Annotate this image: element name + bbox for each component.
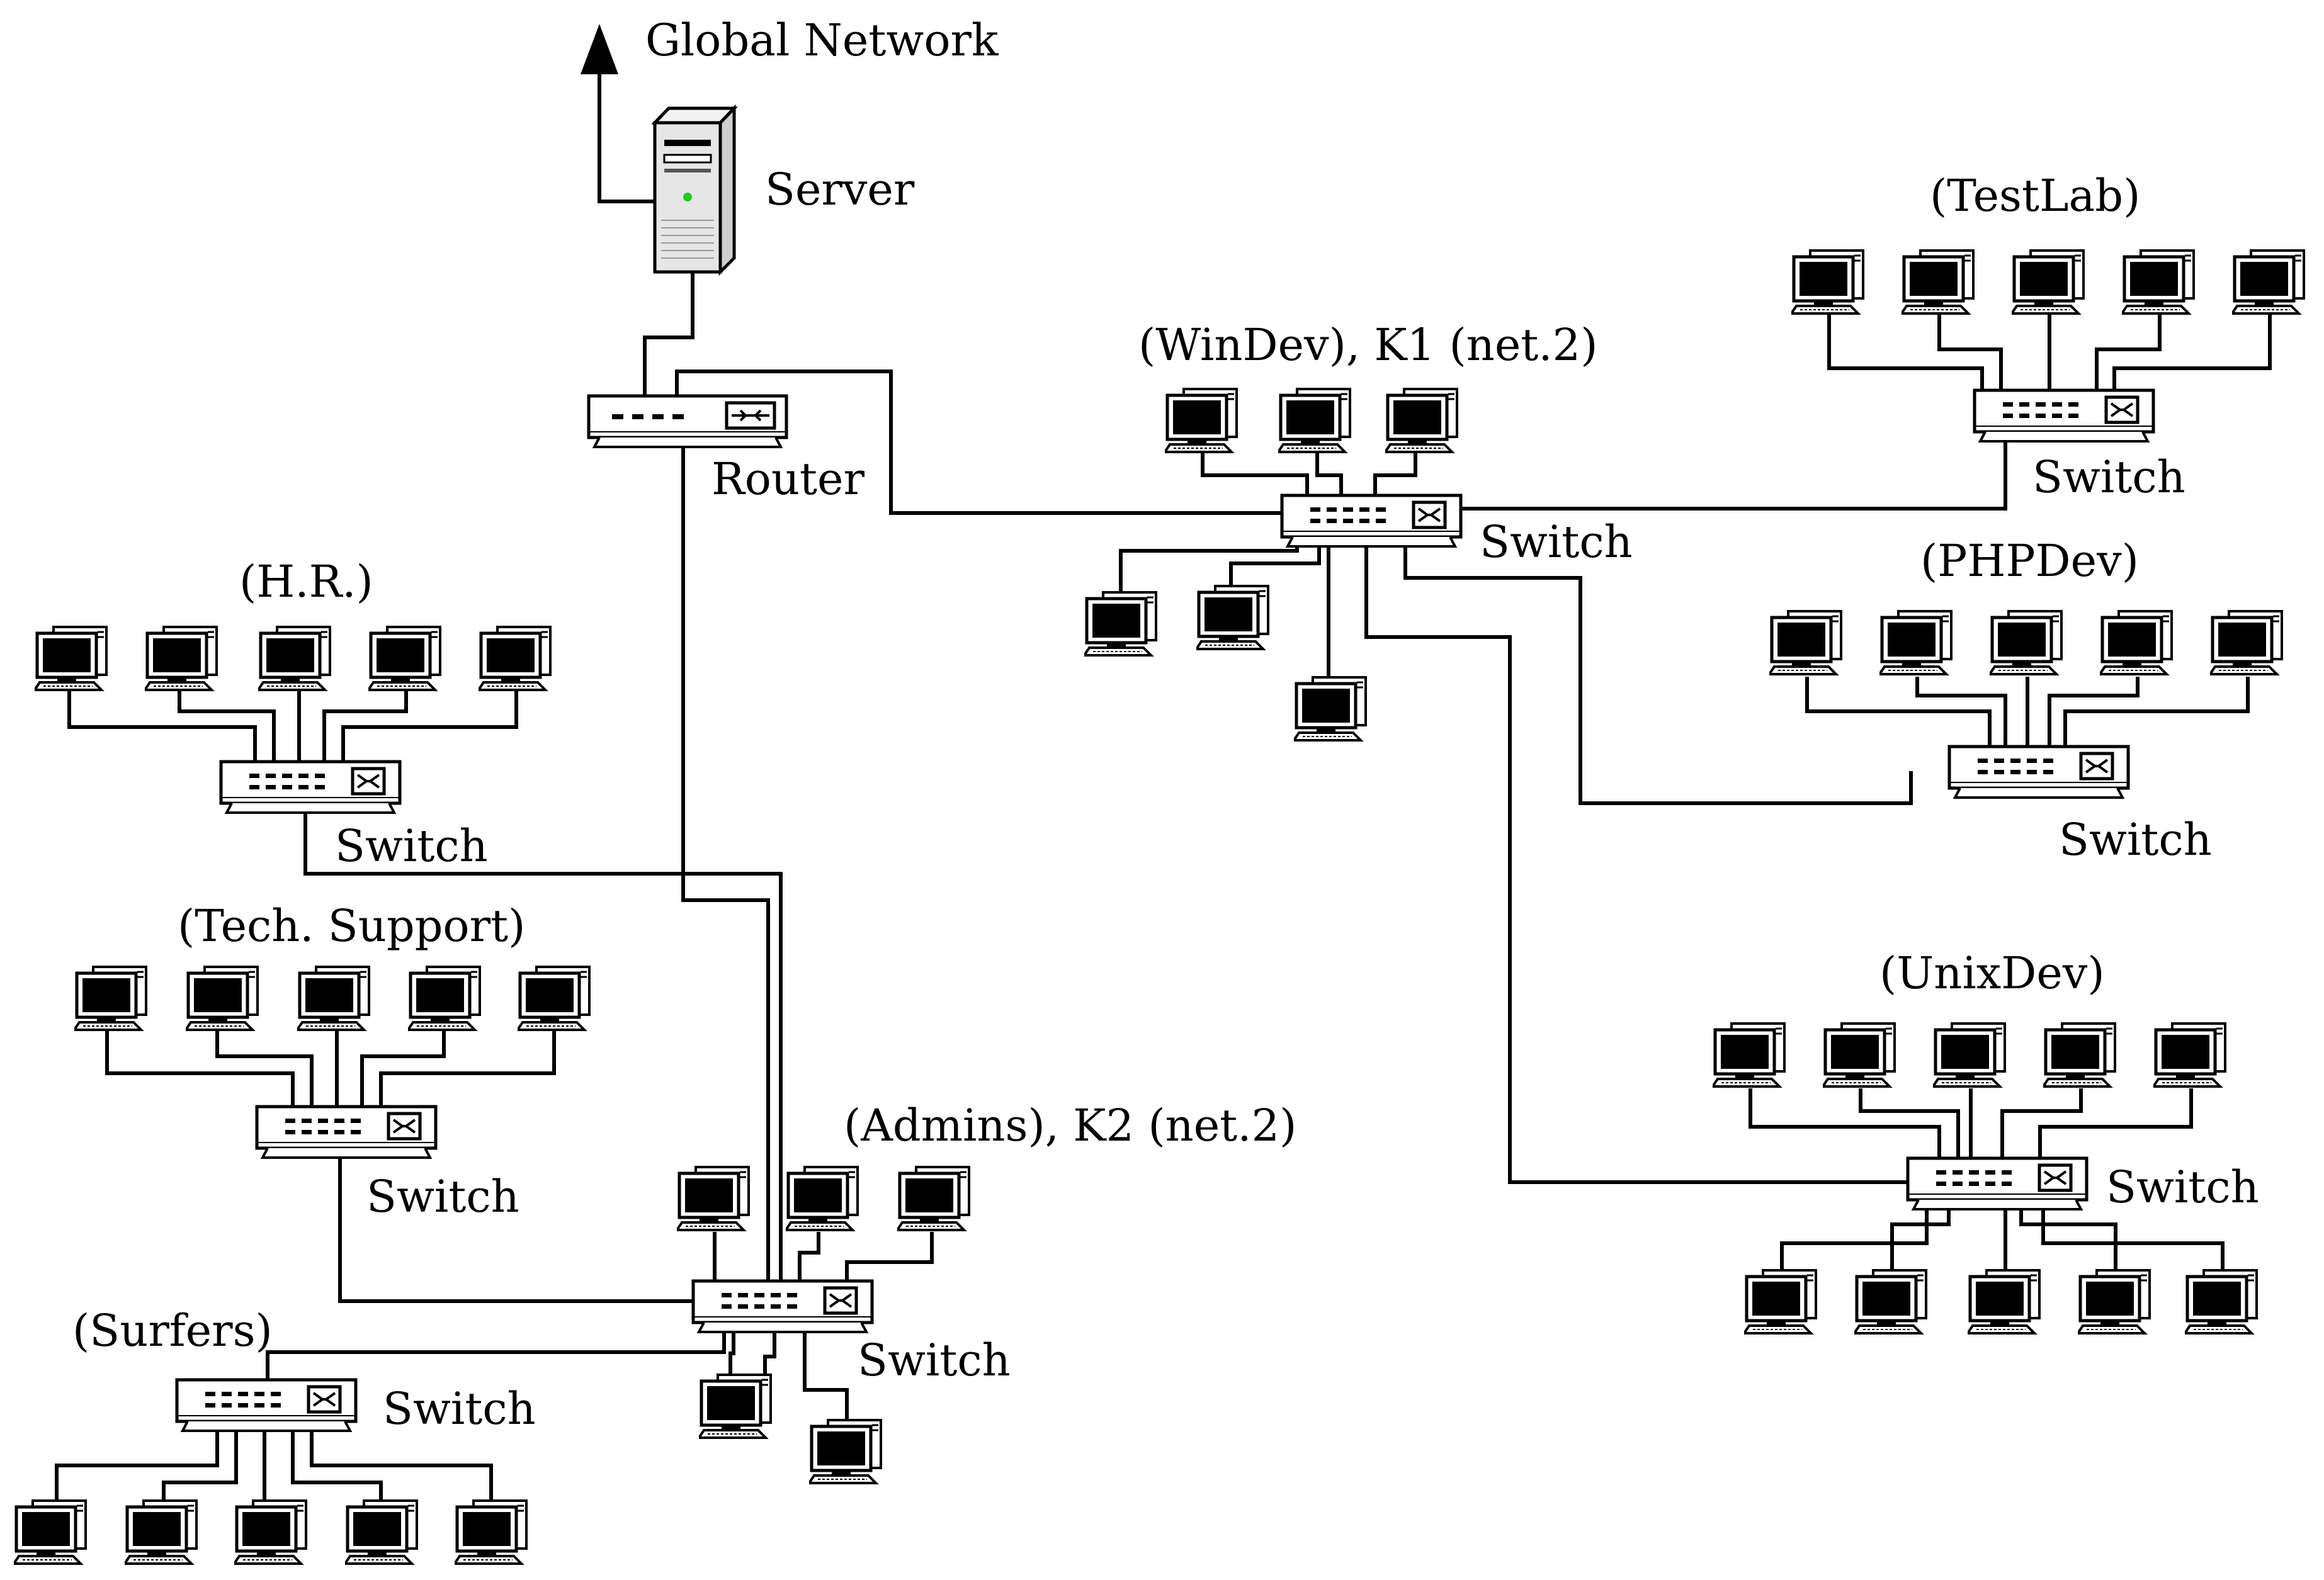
arrow-up-icon	[581, 24, 618, 74]
desktop-computer-icon	[2012, 251, 2083, 313]
switch-testlab	[1975, 390, 2153, 441]
desktop-computer-icon	[2043, 1024, 2115, 1086]
switch-surfers	[177, 1380, 356, 1431]
switch-admins	[693, 1281, 872, 1332]
desktop-computer-icon	[897, 1167, 969, 1230]
desktop-computer-icon	[1769, 611, 1841, 674]
desktop-computer-icon	[1823, 1024, 1895, 1086]
desktop-computer-icon	[74, 967, 146, 1030]
switch-hr	[221, 762, 400, 813]
desktop-computer-icon	[809, 1420, 881, 1483]
group-label-surfers: (Surfers)	[72, 1305, 273, 1357]
desktop-computer-icon	[1791, 251, 1863, 313]
desktop-computer-icon	[1902, 251, 1973, 313]
desktop-computer-icon	[297, 967, 369, 1030]
desktop-computer-icon	[1278, 389, 1350, 452]
server-label: Server	[765, 164, 915, 215]
desktop-computer-icon	[258, 627, 330, 690]
global-network-label: Global Network	[645, 14, 999, 66]
desktop-computer-icon	[2153, 1024, 2225, 1086]
desktop-computer-icon	[1713, 1024, 1784, 1086]
switch-label-admins: Switch	[858, 1335, 1011, 1386]
group-label-unixdev: (UnixDev)	[1879, 947, 2105, 999]
server	[651, 104, 738, 276]
desktop-computer-icon	[14, 1501, 86, 1564]
desktop-computer-icon	[186, 967, 258, 1030]
desktop-computer-icon	[455, 1501, 526, 1564]
desktop-computer-icon	[2100, 611, 2172, 674]
desktop-computer-icon	[699, 1375, 771, 1438]
switch-label-phpdev: Switch	[2059, 814, 2212, 866]
desktop-computer-icon	[1744, 1270, 1816, 1333]
desktop-computer-icon	[2232, 251, 2304, 313]
switch-label-windev: Switch	[1480, 516, 1633, 568]
desktop-computer-icon	[1879, 611, 1951, 674]
network-links	[55, 24, 2272, 1500]
switch-label-surfers: Switch	[383, 1383, 536, 1435]
router-icon	[589, 396, 786, 447]
desktop-computer-icon	[1990, 611, 2061, 674]
desktop-computer-icon	[479, 627, 550, 690]
switch-techsupport	[257, 1107, 436, 1158]
group-label-hr: (H.R.)	[239, 556, 373, 607]
router-label: Router	[711, 453, 864, 505]
switch-label-unixdev: Switch	[2106, 1161, 2259, 1213]
group-label-testlab: (TestLab)	[1930, 170, 2140, 222]
group-label-admins: (Admins), K2 (net.2)	[844, 1100, 1296, 1151]
desktop-computer-icon	[786, 1167, 858, 1230]
desktop-computer-icon	[2122, 251, 2194, 313]
switch-windev	[1282, 495, 1461, 546]
desktop-computer-icon	[345, 1501, 417, 1564]
desktop-computer-icon	[677, 1167, 749, 1230]
group-label-phpdev: (PHPDev)	[1920, 535, 2139, 587]
desktop-computer-icon	[1968, 1270, 2039, 1333]
switch-label-testlab: Switch	[2032, 451, 2185, 503]
desktop-computer-icon	[408, 967, 480, 1030]
desktop-computer-icon	[125, 1501, 196, 1564]
group-label-techsupport: (Tech. Support)	[178, 900, 525, 952]
desktop-computer-icon	[1854, 1270, 1926, 1333]
desktop-computer-icon	[1294, 677, 1366, 740]
desktop-computer-icon	[2078, 1270, 2150, 1333]
switch-phpdev	[1949, 747, 2128, 798]
desktop-computer-icon	[2185, 1270, 2257, 1333]
desktop-computer-icon	[368, 627, 440, 690]
desktop-computer-icon	[1196, 586, 1268, 649]
desktop-computer-icon	[1084, 592, 1156, 655]
server-tower-icon	[651, 104, 738, 276]
desktop-computer-icon	[35, 627, 106, 690]
switch-unixdev	[1908, 1158, 2087, 1209]
desktop-computer-icon	[518, 967, 589, 1030]
desktop-computer-icon	[145, 627, 217, 690]
group-label-windev: (WinDev), K1 (net.2)	[1138, 319, 1598, 371]
desktop-computer-icon	[2210, 611, 2282, 674]
desktop-computer-icon	[1385, 389, 1457, 452]
desktop-computer-icon	[234, 1501, 306, 1564]
labels: Global Network Server Router (WinDev), K…	[72, 14, 2259, 1435]
desktop-computer-icon	[1933, 1024, 2005, 1086]
switch-label-techsupport: Switch	[366, 1171, 519, 1222]
switch-label-hr: Switch	[335, 820, 488, 872]
desktop-computer-icon	[1165, 389, 1237, 452]
